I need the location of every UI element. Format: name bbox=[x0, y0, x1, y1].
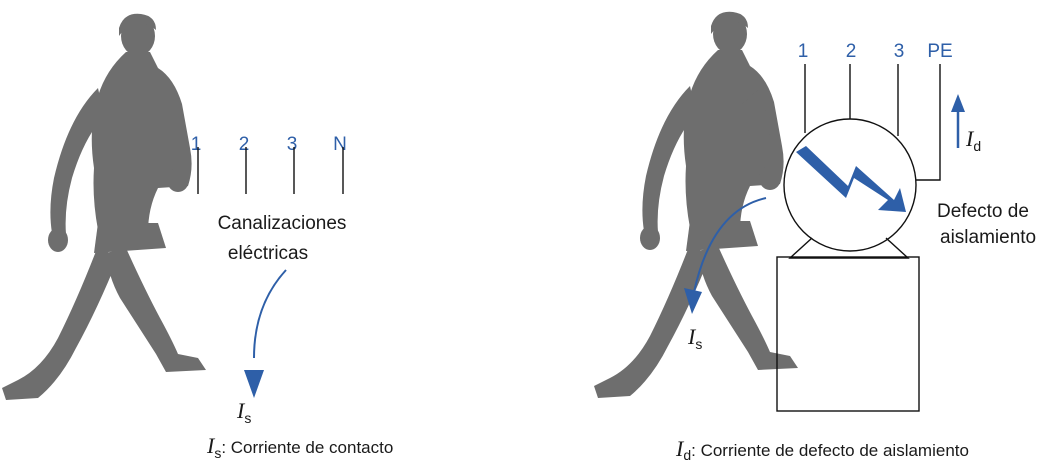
conductor-label-2-left: 2 bbox=[239, 134, 250, 155]
person-silhouette-left bbox=[2, 13, 206, 401]
touch-current-arrow-shaft-left bbox=[253, 269, 287, 359]
fault-label-line1: Defecto de bbox=[937, 201, 1029, 222]
conductors-caption-line1: Canalizaciones bbox=[218, 213, 347, 234]
pe-conductor-line bbox=[916, 64, 941, 181]
touch-current-arrow-head-right bbox=[684, 288, 702, 314]
left-caption: Is: Corriente de contacto bbox=[206, 433, 393, 461]
conductors-caption-line2: eléctricas bbox=[228, 243, 308, 264]
right-caption: Id: Corriente de defecto de aislamiento bbox=[675, 436, 969, 461]
lightning-fault-icon bbox=[796, 146, 906, 212]
conductor-label-2-right: 2 bbox=[846, 41, 857, 62]
equipment-housing bbox=[776, 256, 920, 412]
touch-current-label-left: Is bbox=[236, 398, 251, 426]
motor-support bbox=[788, 237, 910, 259]
fault-label-line2: aislamiento bbox=[940, 227, 1036, 248]
conductor-label-1-left: 1 bbox=[191, 134, 202, 155]
touch-current-arrow-shaft-right bbox=[693, 197, 767, 293]
touch-current-arrow-head-left bbox=[244, 370, 264, 398]
conductor-label-pe-right: PE bbox=[927, 41, 952, 62]
left-panel: 1 2 3 N Canalizaciones eléctricas Is Is:… bbox=[2, 13, 393, 461]
conductor-label-1-right: 1 bbox=[798, 41, 809, 62]
conductor-label-n-left: N bbox=[333, 134, 347, 155]
touch-current-label-right: Is bbox=[687, 324, 702, 352]
fault-current-label: Id bbox=[965, 126, 981, 154]
conductor-label-3-right: 3 bbox=[894, 41, 905, 62]
conductor-label-3-left: 3 bbox=[287, 134, 298, 155]
fault-current-arrow-head bbox=[951, 94, 965, 112]
right-panel: 1 2 3 PE Id Defecto de aislamiento Is bbox=[594, 11, 1036, 461]
